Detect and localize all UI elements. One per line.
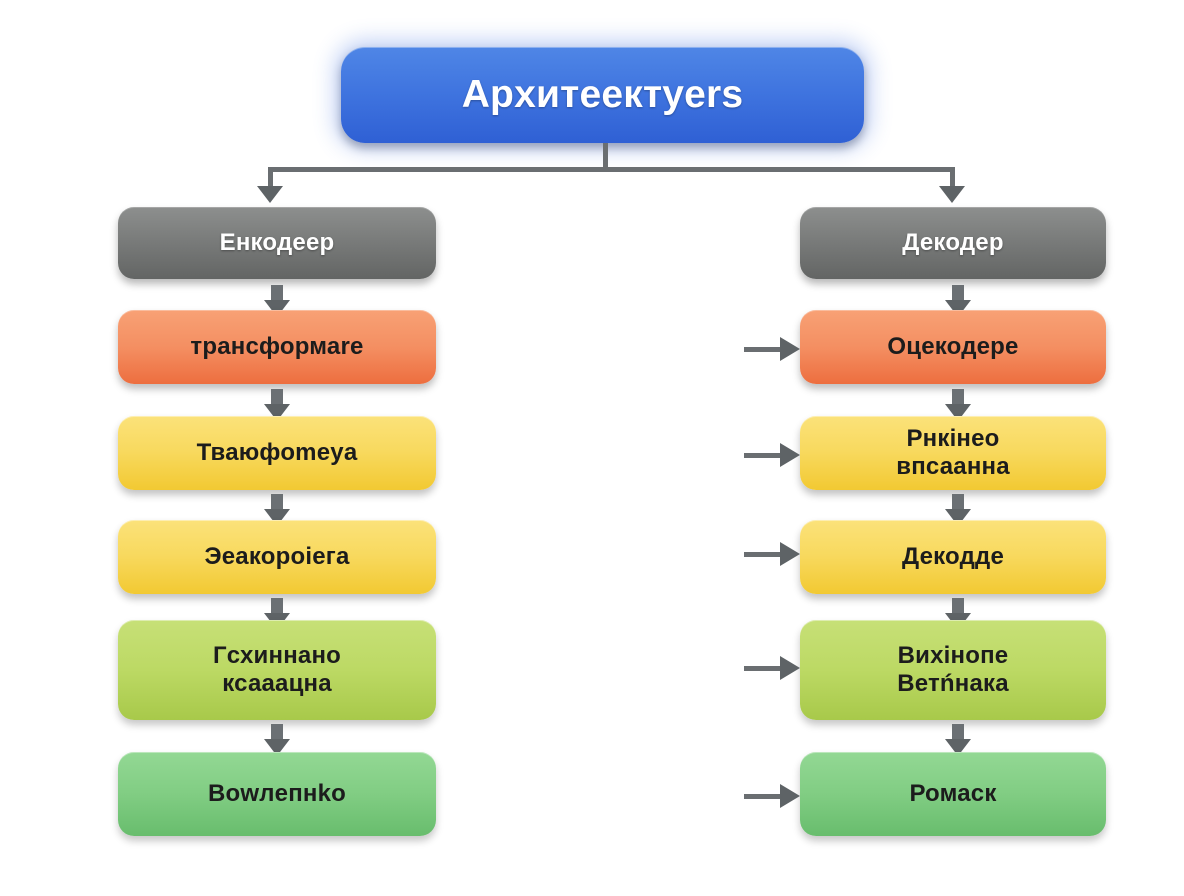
root-connector-stem [603, 143, 608, 171]
encoder-node-3[interactable]: Эеакороіега [118, 520, 436, 594]
root-connector-right-arrow-icon [939, 186, 965, 203]
decoder-node-2[interactable]: Рнкінео впсаанна [800, 416, 1106, 490]
root-connector-right-drop [950, 167, 955, 189]
root-connector-left-drop [268, 167, 273, 189]
root-connector-bar [268, 167, 955, 172]
decoder-node-1[interactable]: Оцекодере [800, 310, 1106, 384]
decoder-node-4[interactable]: Вихінопе Ветńнака [800, 620, 1106, 720]
encoder-node-2[interactable]: Тваюфоmeya [118, 416, 436, 490]
encoder-header-node[interactable]: Енкодеер [118, 207, 436, 279]
decoder-node-3[interactable]: Декодде [800, 520, 1106, 594]
encoder-node-1[interactable]: трансформаre [118, 310, 436, 384]
encoder-node-4[interactable]: Гсхиннано ксааацна [118, 620, 436, 720]
encoder-node-5[interactable]: Bowлeпнko [118, 752, 436, 836]
diagram-title-node[interactable]: Apxитeeктyers [341, 47, 864, 143]
decoder-node-5[interactable]: Ромаск [800, 752, 1106, 836]
root-connector-left-arrow-icon [257, 186, 283, 203]
decoder-header-node[interactable]: Декодер [800, 207, 1106, 279]
